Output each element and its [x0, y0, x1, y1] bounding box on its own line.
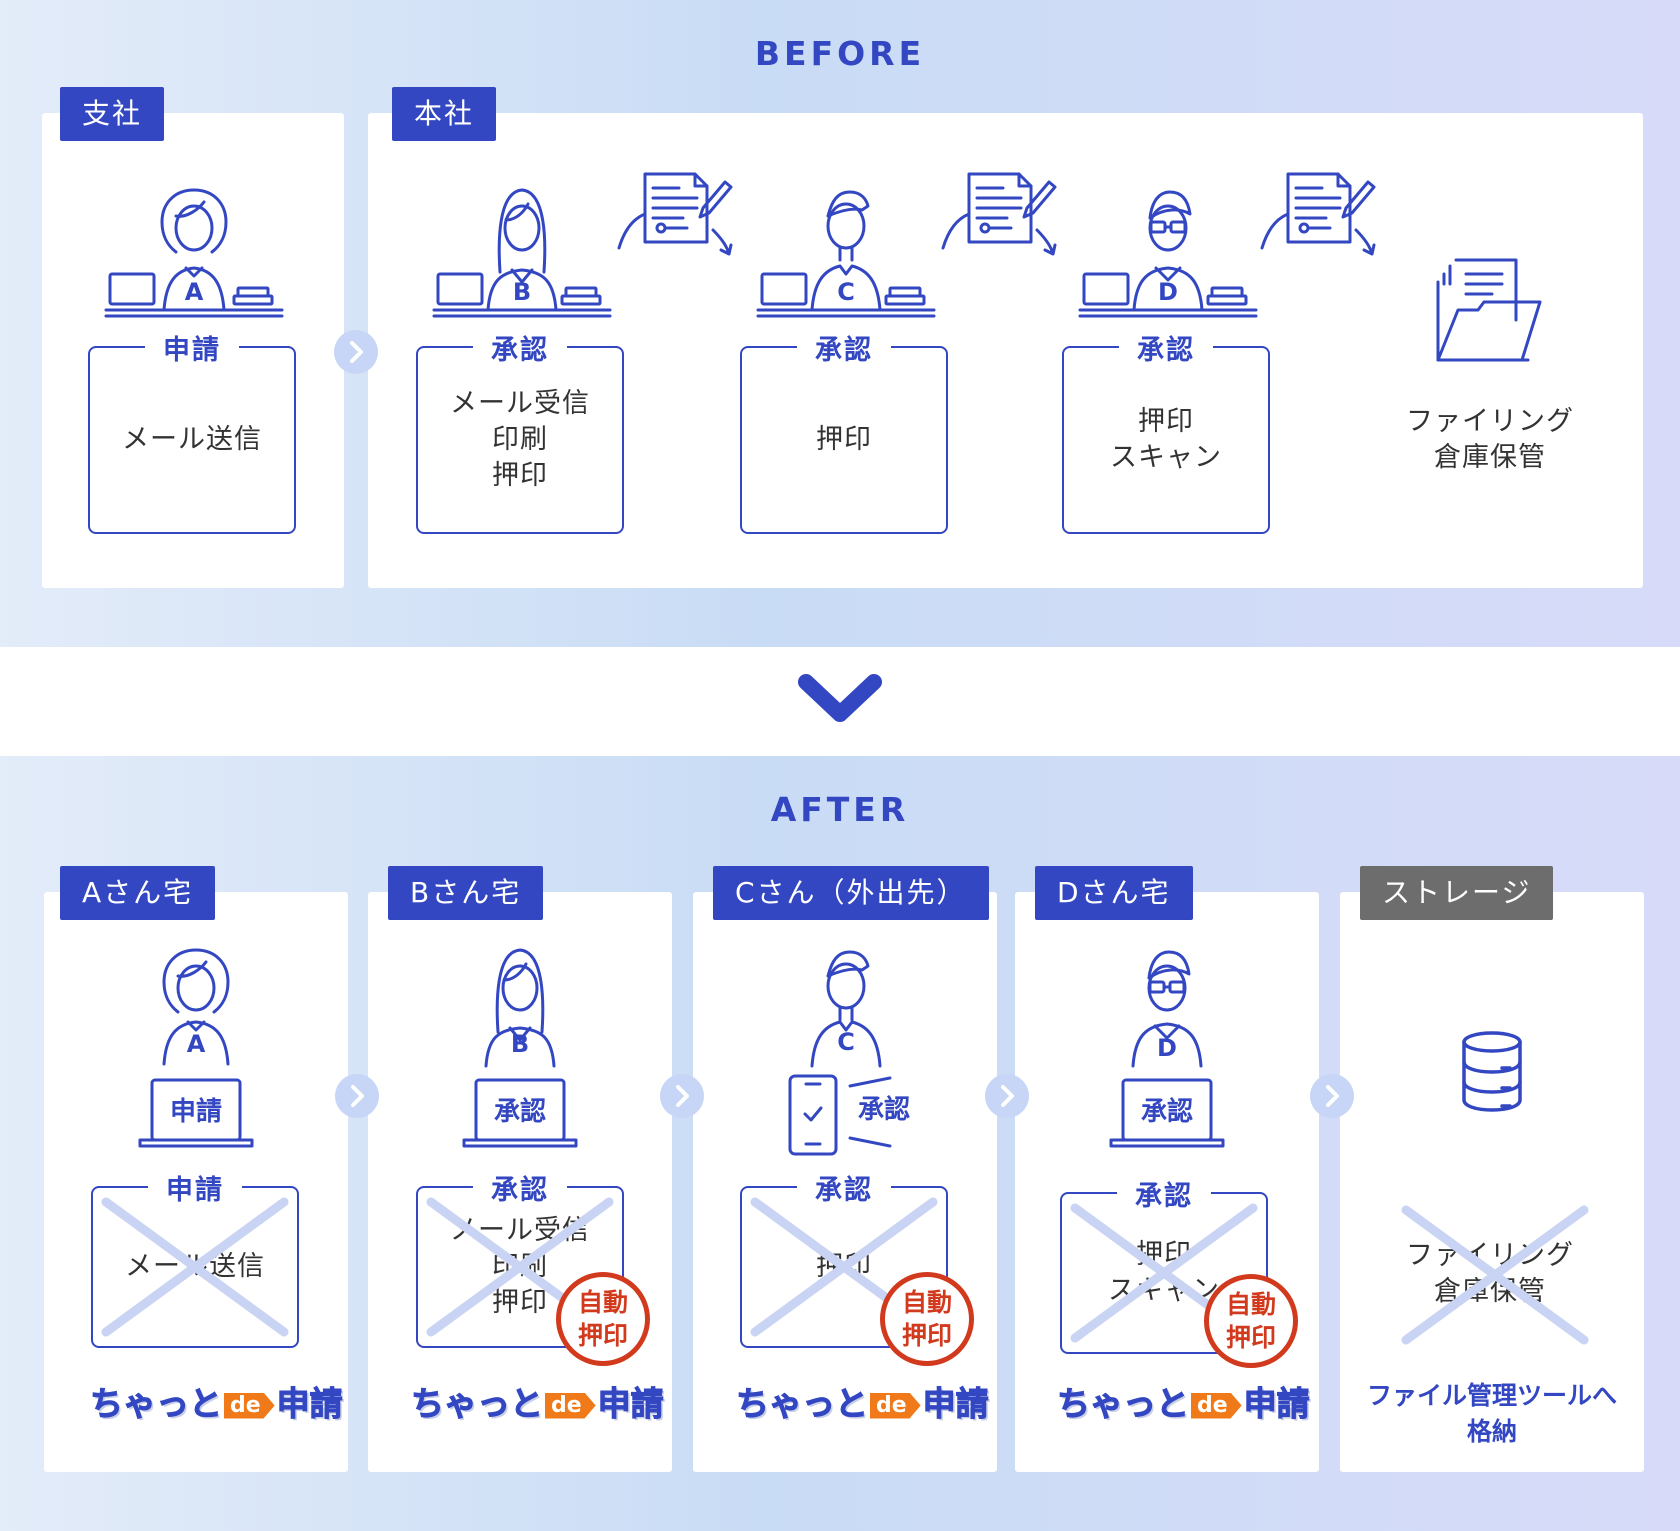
logo-part3: 申請 [922, 1384, 989, 1424]
logo-part1: ちゃっと [736, 1384, 869, 1424]
after-role-b: 承認 [473, 1168, 567, 1207]
person-b-desk-icon: B [432, 188, 612, 318]
person-b-letter: B [513, 278, 531, 306]
after-tag-d: Dさん宅 [1035, 866, 1193, 920]
auto-stamp-d: 自動 押印 [1204, 1274, 1298, 1368]
after-panel-storage [1340, 892, 1644, 1472]
person-c-phone-icon: C 承認 [788, 950, 910, 1156]
auto-stamp-c: 自動 押印 [880, 1272, 974, 1366]
person-a-laptop-icon: A 申請 [138, 948, 254, 1148]
logo-part3: 申請 [597, 1384, 664, 1424]
before-role-b: 承認 [473, 328, 567, 367]
after-role-a: 申請 [148, 1168, 242, 1207]
before-role-c: 承認 [797, 328, 891, 367]
branch-tag: 支社 [60, 87, 165, 141]
hq-tag: 本社 [392, 87, 497, 141]
logo-part2: de [870, 1392, 921, 1419]
after-text-a: メール送信 [125, 1251, 265, 1282]
person-a-letter: A [185, 278, 204, 306]
after-tag-storage: ストレージ [1360, 866, 1554, 920]
logo-part1: ちゃっと [411, 1384, 544, 1424]
logo-part1: ちゃっと [1057, 1384, 1190, 1424]
before-box-d: 承認 押印 スキャン [1062, 328, 1270, 534]
after-role-c: 承認 [797, 1168, 891, 1207]
before-text-d: 押印 スキャン [1110, 406, 1222, 473]
before-box-b: 承認 メール受信 印刷 押印 [416, 328, 624, 534]
after-letter-a: A [187, 1030, 206, 1058]
after-letter-c: C [837, 1028, 855, 1056]
chevron-right-icon [1310, 1074, 1354, 1118]
chevron-right-icon [985, 1074, 1029, 1118]
logo-part2: de [1191, 1392, 1242, 1419]
chevron-right-icon [334, 330, 378, 374]
before-role-d: 承認 [1119, 328, 1213, 367]
before-filing-text: ファイリング 倉庫保管 [1406, 406, 1574, 473]
before-box-c: 承認 押印 [740, 328, 948, 534]
stamp-text-b: 自動 押印 [577, 1288, 628, 1350]
document-sign-icon [941, 172, 1057, 256]
person-a-desk-icon: A [104, 188, 284, 318]
chevron-right-icon [335, 1074, 379, 1118]
laptop-label-b: 承認 [494, 1096, 546, 1127]
after-box-a: 申請 メール送信 [91, 1168, 299, 1348]
document-sign-icon [617, 172, 733, 256]
logo-part1: ちゃっと [90, 1384, 223, 1424]
person-c-desk-icon: C [756, 190, 936, 318]
before-text-b: メール受信 印刷 押印 [450, 388, 590, 491]
laptop-label-a: 申請 [170, 1096, 222, 1127]
person-d-laptop-icon: D 承認 [1109, 950, 1225, 1148]
after-tag-a: Aさん宅 [60, 866, 216, 920]
logo-part3: 申請 [1243, 1384, 1310, 1424]
stamp-text-c: 自動 押印 [901, 1288, 952, 1350]
person-d-letter: D [1158, 278, 1178, 306]
database-icon [1462, 1031, 1522, 1112]
folder-icon [1436, 258, 1542, 362]
before-box-a: 申請 メール送信 [88, 328, 296, 534]
auto-stamp-b: 自動 押印 [556, 1272, 650, 1366]
before-section: BEFORE 支社 本社 [0, 0, 1680, 647]
person-b-laptop-icon: B 承認 [462, 948, 578, 1148]
logo-part2: de [545, 1392, 596, 1419]
logo-part2: de [224, 1392, 275, 1419]
after-letter-b: B [511, 1030, 529, 1058]
after-tag-c: Cさん（外出先） [713, 866, 989, 920]
hq-panel [368, 113, 1643, 588]
before-title: BEFORE [754, 34, 926, 73]
after-storage-crossed-text: ファイリング 倉庫保管 [1406, 1240, 1574, 1307]
logo-part3: 申請 [276, 1384, 343, 1424]
phone-label-c: 承認 [858, 1094, 910, 1125]
person-d-desk-icon: D [1078, 190, 1258, 318]
before-text-a: メール送信 [122, 424, 262, 455]
laptop-label-d: 承認 [1141, 1096, 1193, 1127]
after-title: AFTER [770, 790, 910, 829]
after-role-d: 承認 [1117, 1174, 1211, 1213]
stamp-text-d: 自動 押印 [1225, 1290, 1276, 1352]
document-sign-icon [1260, 172, 1376, 256]
chevron-down-icon [798, 674, 882, 722]
after-letter-d: D [1157, 1034, 1177, 1062]
person-c-letter: C [837, 278, 855, 306]
before-text-c: 押印 [816, 424, 872, 455]
after-tag-b: Bさん宅 [388, 866, 544, 920]
chevron-right-icon [660, 1074, 704, 1118]
storage-note: ファイル管理ツールへ 格納 [1366, 1381, 1617, 1446]
before-role-a: 申請 [145, 328, 239, 367]
